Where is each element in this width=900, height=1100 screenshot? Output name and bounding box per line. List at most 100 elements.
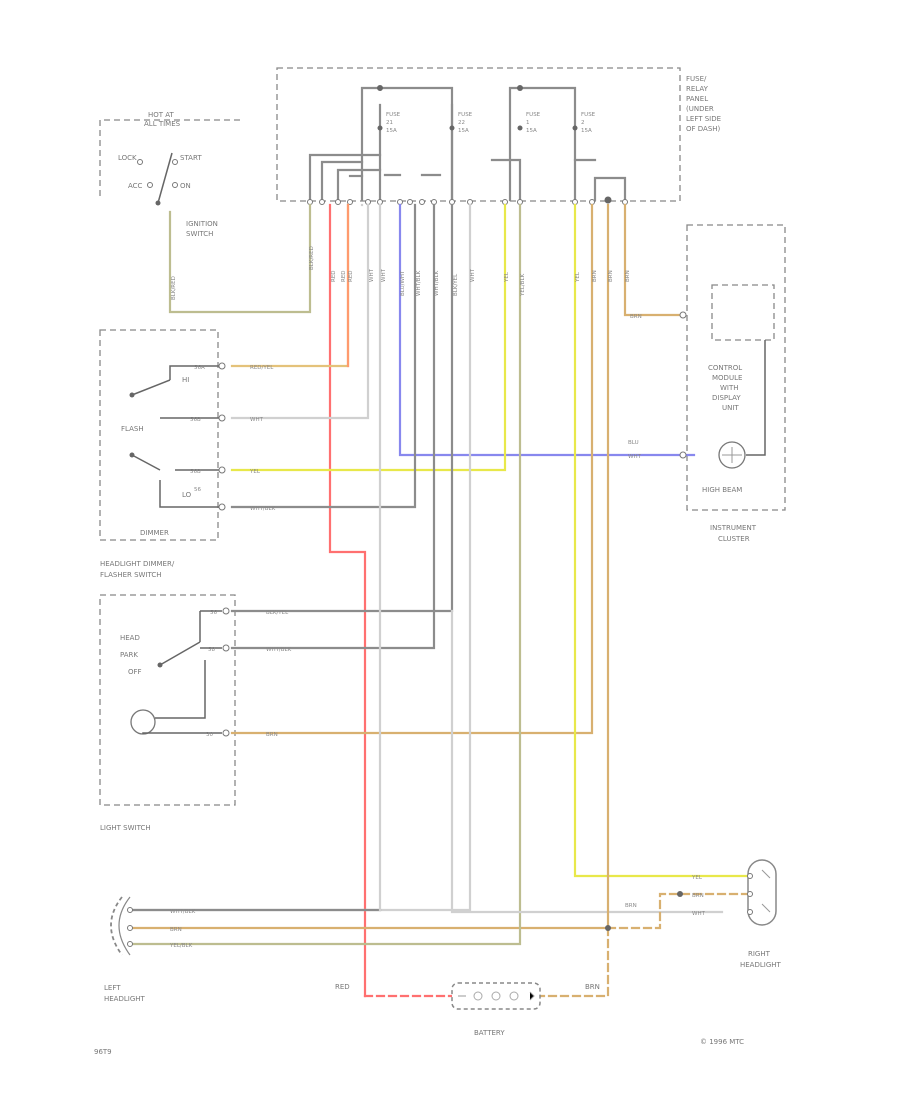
svg-text:RIGHT: RIGHT: [748, 950, 771, 958]
svg-text:HIGH BEAM: HIGH BEAM: [702, 486, 742, 494]
wire-brn-battery: [538, 926, 610, 998]
wire-lh-yel-blk: [128, 203, 522, 946]
svg-text:WHT: WHT: [369, 268, 375, 282]
svg-text:15A: 15A: [386, 128, 397, 134]
svg-text:BRN: BRN: [585, 983, 600, 991]
svg-text:OF DASH): OF DASH): [686, 125, 721, 133]
svg-text:INSTRUMENT: INSTRUMENT: [710, 524, 757, 532]
svg-text:BRN: BRN: [625, 270, 631, 282]
cluster-labels: CONTROL MODULE WITH DISPLAY UNIT HIGH BE…: [702, 364, 757, 543]
svg-text:1: 1: [526, 120, 530, 126]
svg-text:56B: 56B: [190, 417, 201, 423]
ignition-labels: HOT AT ALL TIMES LOCK START ACC ON IGNIT…: [118, 111, 218, 238]
svg-text:2: 2: [581, 120, 585, 126]
wire-labels: RED/YEL WHT YEL WHT/BLK BLK/YEL WHT/BLK …: [169, 314, 706, 991]
svg-text:START: START: [180, 154, 202, 162]
svg-text:56B: 56B: [190, 469, 201, 475]
wire-wht-blk-dimmer: [230, 203, 417, 509]
svg-text:BLK/YEL: BLK/YEL: [266, 610, 289, 616]
svg-text:BRN: BRN: [692, 893, 704, 899]
svg-text:WHT: WHT: [470, 268, 476, 282]
svg-text:96T9: 96T9: [94, 1048, 112, 1056]
svg-text:56: 56: [210, 610, 217, 616]
ignition-switch-icon: [137, 152, 178, 206]
wire-wht-blk-ls: [230, 203, 436, 650]
svg-text:LEFT: LEFT: [104, 984, 121, 992]
left-headlight-icon: [110, 896, 133, 956]
svg-text:HOT AT: HOT AT: [148, 111, 175, 119]
svg-text:58: 58: [208, 647, 215, 653]
bottom-labels: LEFT HEADLIGHT RIGHT HEADLIGHT BATTERY 9…: [94, 950, 782, 1056]
svg-text:56A: 56A: [194, 365, 205, 371]
svg-text:DIMMER: DIMMER: [140, 529, 169, 537]
wire-red: [328, 203, 367, 998]
svg-text:LO: LO: [182, 491, 192, 499]
svg-text:BRN: BRN: [592, 270, 598, 282]
svg-text:BLK/YEL: BLK/YEL: [453, 273, 459, 296]
svg-text:OFF: OFF: [128, 668, 142, 676]
svg-text:HEAD: HEAD: [120, 634, 140, 642]
svg-text:SWITCH: SWITCH: [186, 230, 213, 238]
wire-rh-yel: [573, 203, 750, 878]
svg-text:FUSE/: FUSE/: [686, 75, 707, 83]
svg-text:LIGHT SWITCH: LIGHT SWITCH: [100, 824, 151, 832]
svg-text:FUSE: FUSE: [458, 112, 473, 118]
wire-brn-ls: [230, 203, 594, 735]
svg-text:YEL: YEL: [575, 271, 581, 283]
svg-text:RED: RED: [341, 270, 347, 282]
wire-ignition: [168, 203, 312, 314]
svg-text:WHT: WHT: [381, 268, 387, 282]
wire-brn-cluster: [623, 203, 682, 317]
svg-text:BLK/RED: BLK/RED: [309, 246, 315, 270]
wire-yel-dimmer: [230, 203, 507, 472]
svg-text:RED: RED: [348, 270, 354, 282]
svg-text:PANEL: PANEL: [686, 95, 708, 103]
fuse-2: FUSE 2 15A: [581, 112, 596, 134]
svg-text:YEL: YEL: [249, 469, 261, 475]
light-switch-labels: HEAD PARK OFF 56 58 30 LIGHT SWITCH: [100, 610, 217, 832]
svg-text:BRN: BRN: [625, 903, 637, 909]
wire-rh-brn: [606, 892, 750, 930]
wire-rh-wht: [450, 609, 724, 914]
svg-text:21: 21: [386, 120, 393, 126]
svg-text:HEADLIGHT DIMMER/: HEADLIGHT DIMMER/: [100, 560, 175, 568]
svg-text:BRN: BRN: [266, 732, 278, 738]
svg-text:BLK/RED: BLK/RED: [171, 276, 177, 300]
svg-text:56: 56: [194, 487, 201, 493]
svg-text:YEL/BLK: YEL/BLK: [520, 273, 526, 297]
right-headlight-icon: [747, 859, 777, 926]
svg-text:BATTERY: BATTERY: [474, 1029, 505, 1037]
svg-text:WITH: WITH: [720, 384, 739, 392]
svg-text:15A: 15A: [581, 128, 592, 134]
svg-text:PARK: PARK: [120, 651, 138, 659]
svg-text:ON: ON: [180, 182, 191, 190]
svg-text:YEL: YEL: [504, 271, 510, 283]
svg-text:WHT: WHT: [628, 454, 642, 460]
svg-text:FLASH: FLASH: [121, 425, 144, 433]
svg-text:HI: HI: [182, 376, 189, 384]
svg-text:YEL: YEL: [691, 875, 703, 881]
svg-text:WHT: WHT: [692, 911, 706, 917]
fuse-panel-title: FUSE/ RELAY PANEL (UNDER LEFT SIDE OF DA…: [686, 75, 721, 133]
svg-text:RED/YEL: RED/YEL: [250, 365, 274, 371]
dimmer-switch-icon: [129, 362, 226, 511]
svg-text:WHT: WHT: [250, 417, 264, 423]
dimmer-box-outline: [99, 329, 219, 541]
dimmer-labels: FLASH HI LO DIMMER 56A 56B 56B 56 HEADLI…: [100, 365, 205, 579]
wire-wht-dimmer: [230, 203, 370, 420]
svg-text:30: 30: [206, 732, 213, 738]
svg-text:BRN: BRN: [608, 270, 614, 282]
svg-text:ALL TIMES: ALL TIMES: [144, 120, 181, 128]
light-switch-icon: [130, 607, 230, 737]
svg-text:CLUSTER: CLUSTER: [718, 535, 750, 543]
svg-text:22: 22: [458, 120, 465, 126]
svg-text:WHT/BLK: WHT/BLK: [434, 270, 440, 296]
svg-text:CONTROL: CONTROL: [708, 364, 742, 372]
svg-text:HEADLIGHT: HEADLIGHT: [104, 995, 146, 1003]
wire-blu: [398, 203, 696, 457]
fuse-panel-wiring: [308, 85, 627, 204]
light-switch-box-outline: [99, 594, 236, 806]
fuse-1: FUSE 1 15A: [526, 112, 541, 134]
